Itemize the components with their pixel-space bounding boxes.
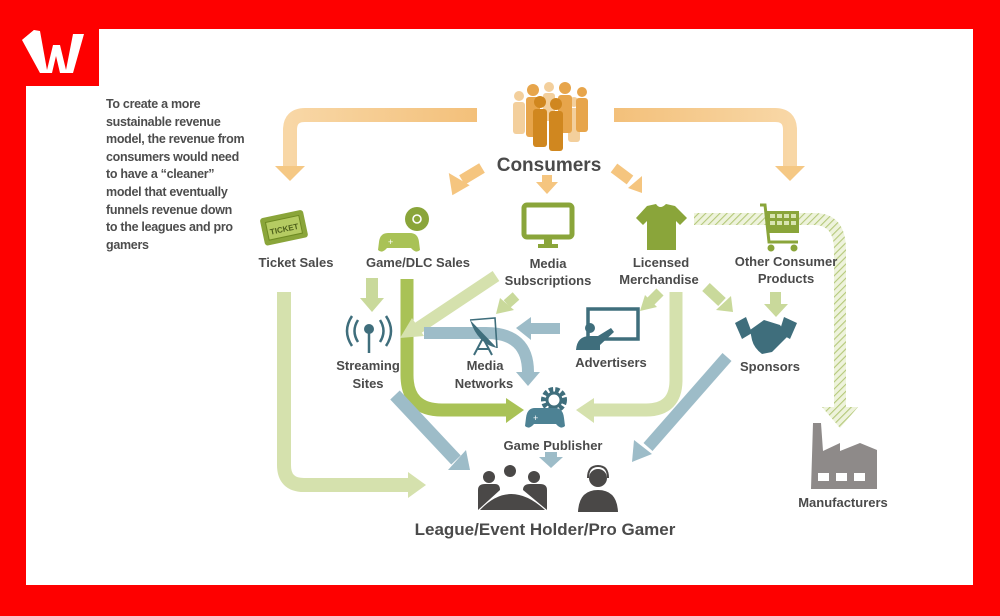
league-label: League/Event Holder/Pro Gamer <box>415 520 676 539</box>
media-networks-label-line2: Networks <box>455 376 514 391</box>
handshake-icon <box>735 317 797 354</box>
satellite-dish-icon <box>469 317 498 356</box>
broadcast-antenna-icon <box>345 315 393 353</box>
flow-streaming-to-league <box>390 390 470 470</box>
meeting-headset-icon <box>478 464 618 512</box>
crowd-icon <box>513 82 588 151</box>
licensed-merchandise-label-line2: Merchandise <box>619 272 698 287</box>
media-networks-label-line1: Media <box>467 358 505 373</box>
factory-icon <box>811 423 877 489</box>
flow-consumers-to-media-subscriptions <box>536 175 558 194</box>
game-publisher-label: Game Publisher <box>504 438 603 453</box>
advertisers-label: Advertisers <box>575 355 647 370</box>
flow-ticket-sales-to-league <box>277 292 426 498</box>
flow-advertisers-to-networks <box>516 317 560 340</box>
flow-game-sales-to-game-publisher <box>400 279 524 423</box>
flow-game-publisher-to-league <box>539 452 563 468</box>
media-subscriptions-label-line2: Subscriptions <box>505 273 592 288</box>
ticket-icon: TICKET <box>260 210 308 246</box>
tshirt-icon <box>636 204 687 250</box>
licensed-merchandise-label-line1: Licensed <box>633 255 689 270</box>
flow-consumers-to-merchandise <box>610 163 642 193</box>
ticket-sales-label: Ticket Sales <box>259 255 334 270</box>
flow-merchandise-to-game-publisher <box>576 292 683 423</box>
media-subscriptions-label-line1: Media <box>530 256 568 271</box>
flow-media-subscriptions-to-streaming <box>400 271 500 338</box>
manufacturers-label: Manufacturers <box>798 495 888 510</box>
flow-merchandise-to-sponsors <box>702 282 733 312</box>
svg-text:+: + <box>388 237 393 247</box>
flow-media-subscriptions-to-networks <box>496 292 520 314</box>
flow-game-sales-to-streaming <box>360 278 384 312</box>
flow-sponsors-to-league <box>632 353 732 462</box>
monitor-icon <box>521 202 575 248</box>
sponsors-label: Sponsors <box>740 359 800 374</box>
consumers-label: Consumers <box>497 155 602 176</box>
flow-merchandise-to-advertisers <box>640 288 664 311</box>
streaming-sites-label-line2: Sites <box>352 376 383 391</box>
gamepad-gear-icon: + <box>525 387 567 428</box>
other-consumer-products-label-line1: Other Consumer <box>735 254 838 269</box>
game-dlc-sales-label: Game/DLC Sales <box>366 255 470 270</box>
streaming-sites-label-line1: Streaming <box>336 358 400 373</box>
flow-networks-to-game-publisher <box>424 327 540 386</box>
flow-other-products-to-manufacturers <box>694 213 858 428</box>
logo-w-icon <box>22 30 84 73</box>
presenter-board-icon <box>576 307 640 350</box>
svg-text:+: + <box>533 413 538 423</box>
flow-other-products-to-sponsors <box>764 292 788 317</box>
intro-text: To create a more sustainable revenue mod… <box>106 97 245 252</box>
flow-consumers-to-ticket-sales <box>275 108 477 181</box>
other-consumer-products-label-line2: Products <box>758 271 814 286</box>
flow-consumers-to-game-sales <box>448 163 485 196</box>
shopping-cart-icon <box>760 203 799 252</box>
logo-box <box>0 0 99 86</box>
flow-consumers-to-other-products <box>614 108 805 181</box>
gamepad-disc-icon: + <box>378 207 429 252</box>
